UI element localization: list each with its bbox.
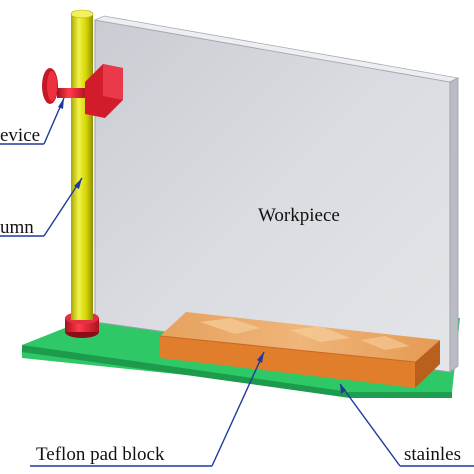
leader-stainless [339, 383, 401, 467]
teflon-pad-block [159, 312, 440, 388]
label-device: evice [0, 125, 41, 146]
label-workpiece: Workpiece [258, 205, 340, 226]
workpiece-plate [93, 15, 460, 373]
column [70, 9, 94, 320]
clamping-device [42, 64, 123, 118]
leader-column [43, 177, 83, 237]
label-column: umn [0, 217, 34, 238]
label-teflon-pad-block: Teflon pad block [36, 444, 165, 465]
label-stainless: stainles [404, 444, 461, 465]
leader-teflon [211, 351, 265, 467]
leader-arrowheads [58, 98, 346, 394]
